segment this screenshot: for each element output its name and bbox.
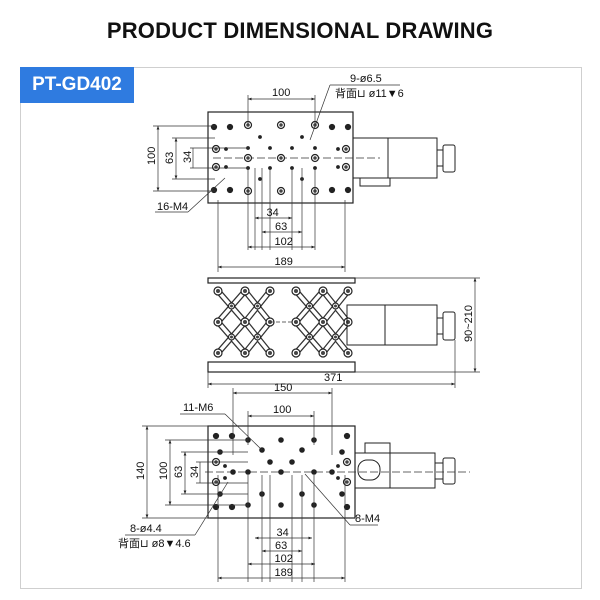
hole [258, 135, 262, 139]
dim-150: 150 [274, 382, 292, 394]
hole [311, 469, 317, 475]
dim-63b-bottom: 63 [275, 540, 287, 552]
thread-note-16-m4: 16-M4 [157, 201, 188, 213]
hole [228, 432, 236, 440]
hole-note-counterbore: 背面⊔ ø8▼4.6 [118, 536, 191, 550]
hole-note-1: 9-ø6.5 [350, 73, 382, 85]
dim-100-left-bottom: 100 [158, 462, 170, 480]
hole [328, 186, 336, 194]
motor [352, 137, 456, 187]
hole [212, 432, 220, 440]
hole [299, 447, 305, 453]
base-plate [207, 361, 356, 373]
hole [336, 147, 340, 151]
side-motor [346, 304, 456, 346]
bottom-motor [354, 442, 456, 489]
dim-100-top-bottom: 100 [273, 404, 291, 416]
dim-34-left: 34 [182, 151, 194, 163]
hole [339, 449, 345, 455]
dim-34b-bottom: 34 [277, 527, 289, 539]
dim-34-left-bottom: 34 [189, 466, 201, 478]
top-platform [207, 277, 356, 284]
hole [336, 165, 340, 169]
hole [290, 146, 294, 150]
dim-height-range: 90~210 [463, 305, 475, 342]
hole [343, 503, 351, 511]
hole [329, 469, 335, 475]
drawing-frame [20, 67, 582, 589]
dim-189-bottom: 189 [275, 256, 293, 268]
model-badge: PT-GD402 [20, 67, 134, 103]
hole [344, 186, 352, 194]
hole [336, 476, 340, 480]
bottom-view: 150 100 11-M6 140 100 63 34 8-ø4.4 背面⊔ ø… [118, 382, 470, 582]
page-title: PRODUCT DIMENSIONAL DRAWING [106, 18, 494, 43]
hole [289, 459, 295, 465]
hole [313, 146, 317, 150]
dim-102-bottom: 102 [275, 236, 293, 248]
dim-34-bottom: 34 [267, 207, 279, 219]
hole [278, 437, 284, 443]
hole [339, 491, 345, 497]
hole [268, 146, 272, 150]
hole [223, 476, 227, 480]
hole [230, 469, 236, 475]
hole-note-2: 背面⊔ ø11▼6 [335, 86, 404, 100]
hole [223, 464, 227, 468]
dim-189b-bottom: 189 [275, 567, 293, 579]
hole [336, 464, 340, 468]
hole [226, 123, 234, 131]
hole [278, 502, 284, 508]
hole [228, 503, 236, 511]
dim-371: 371 [324, 372, 342, 384]
dim-63-left: 63 [164, 152, 176, 164]
hole [300, 135, 304, 139]
dim-102b-bottom: 102 [275, 553, 293, 565]
hole [344, 123, 352, 131]
hole [267, 459, 273, 465]
hole [258, 177, 262, 181]
hole-note-8-d4-4: 8-ø4.4 [130, 523, 162, 535]
top-view: 100 9-ø6.5 背面⊔ ø11▼6 100 63 34 16-M4 34 6… [146, 73, 456, 272]
dim-63-left-bottom: 63 [173, 466, 185, 478]
thread-note-8-m4: 8-M4 [355, 513, 380, 525]
dim-140-left: 140 [135, 462, 147, 480]
hole [226, 186, 234, 194]
side-view: 90~210 371 [207, 277, 480, 388]
dim-100-top: 100 [272, 87, 290, 99]
hole [328, 123, 336, 131]
dim-100-left: 100 [146, 147, 158, 165]
hole [210, 123, 218, 131]
hole [245, 469, 251, 475]
thread-note-11-m6: 11-M6 [183, 402, 213, 414]
hole [343, 432, 351, 440]
dim-63-bottom: 63 [275, 221, 287, 233]
hole [278, 469, 284, 475]
hole [212, 503, 220, 511]
